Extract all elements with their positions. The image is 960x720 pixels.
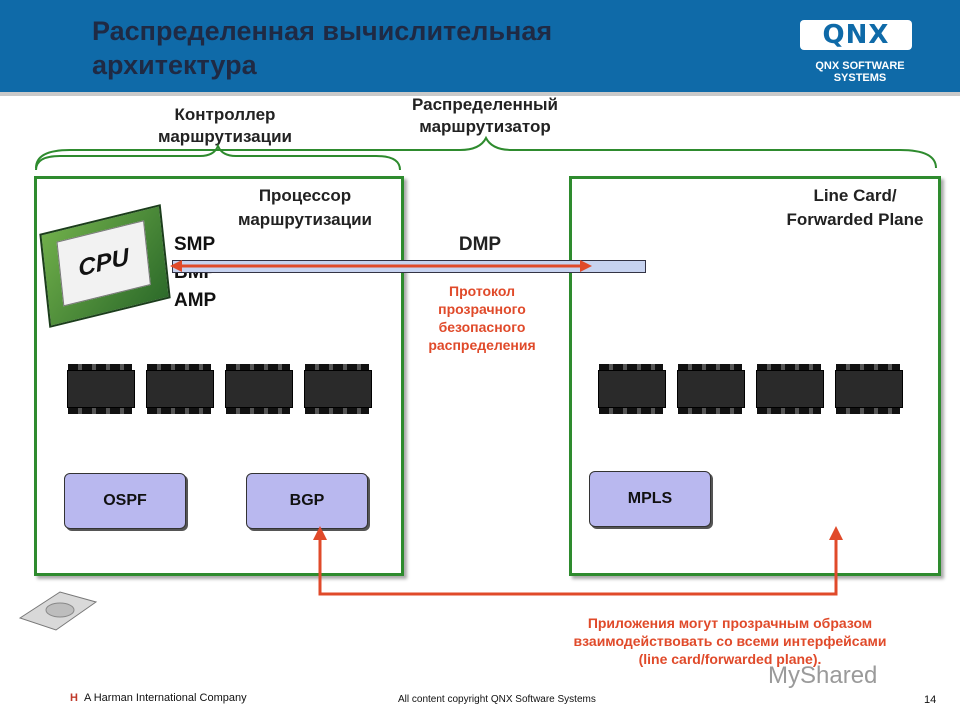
- dmp-arrow: [170, 260, 592, 272]
- router-brace: [35, 135, 937, 169]
- app-link-arrow: [313, 526, 843, 596]
- apps-note: Приложения могут прозрачным образом взаи…: [573, 615, 887, 667]
- controller-brace: [35, 143, 401, 171]
- watermark-logo: MyShared: [768, 662, 878, 689]
- memory-chip-icon: [225, 364, 293, 414]
- header-bar: Распределенная вычислительная архитектур…: [0, 0, 960, 92]
- protocol-text: Протокол прозрачного безопасного распред…: [428, 283, 536, 353]
- mode-smp: SMP: [174, 234, 216, 255]
- memory-chip-icon: [67, 364, 135, 414]
- distributed-router-label: Распределенный маршрутизатор: [412, 95, 558, 136]
- memory-chip-icon: [304, 364, 372, 414]
- page-number: 14: [924, 694, 937, 706]
- memory-chip-icon: [756, 364, 824, 414]
- qnx-logo-mark: QNX: [800, 20, 912, 50]
- cpu-label: CPU: [56, 220, 151, 307]
- routing-controller-label: Контроллер маршрутизации: [158, 105, 292, 146]
- slide-title: Распределенная вычислительная архитектур…: [92, 14, 552, 82]
- memory-chip-icon: [146, 364, 214, 414]
- module-mpls: MPLS: [589, 471, 711, 527]
- memory-chip-icon: [677, 364, 745, 414]
- title-line-2: архитектура: [92, 50, 257, 80]
- qnx-logo: QNX QNX SOFTWARE SYSTEMS: [790, 14, 930, 84]
- harman-h-icon: H: [70, 692, 78, 704]
- memory-chip-icon: [598, 364, 666, 414]
- memory-chip-icon: [835, 364, 903, 414]
- line-card-label: Line Card/ Forwarded Plane: [786, 186, 924, 229]
- module-ospf: OSPF: [64, 473, 186, 529]
- routing-processor-label: Процессор маршрутизации: [238, 186, 372, 229]
- dmp-label: DMP: [458, 234, 502, 255]
- module-bgp: BGP: [246, 473, 368, 529]
- qnx-logo-subtitle: QNX SOFTWARE SYSTEMS: [815, 60, 905, 84]
- footer-copyright: All content copyright QNX Software Syste…: [398, 694, 596, 705]
- header-divider: [0, 92, 960, 96]
- mode-amp: AMP: [174, 290, 217, 311]
- title-line-1: Распределенная вычислительная: [92, 16, 553, 46]
- hard-disk-icon: [18, 591, 98, 631]
